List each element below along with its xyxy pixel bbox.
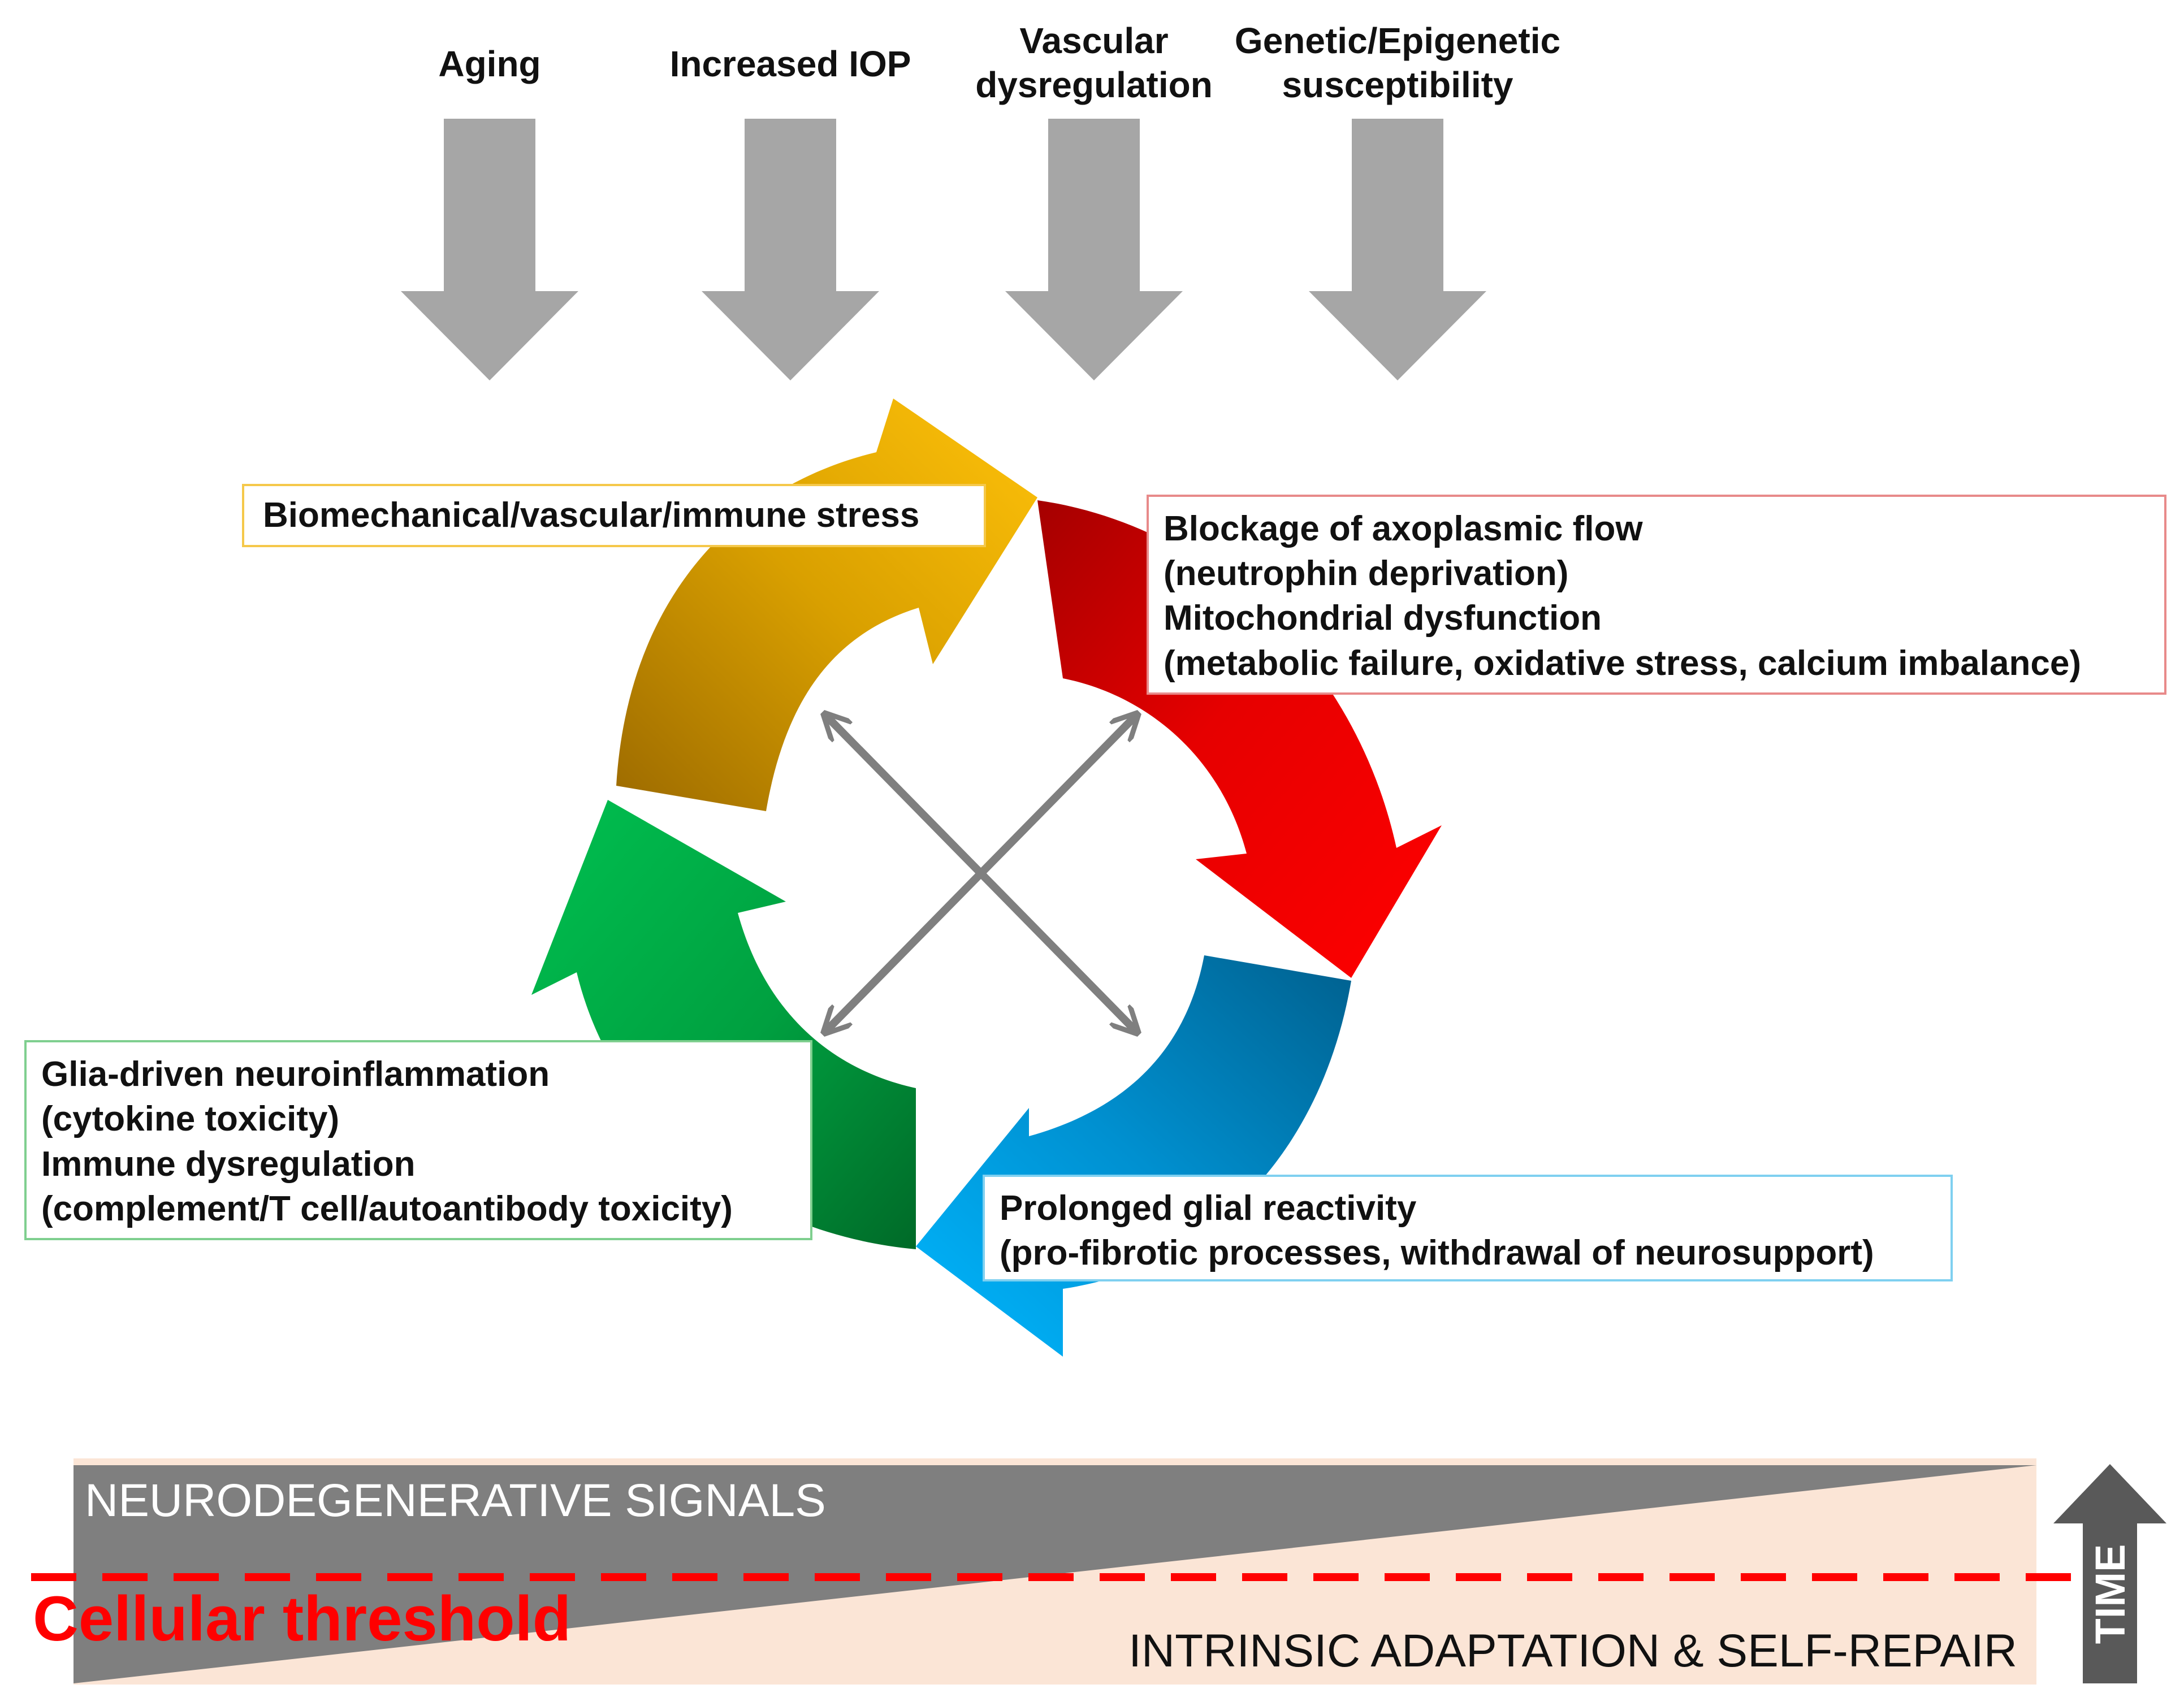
inflammation-cycle-arrow <box>531 800 916 1249</box>
threshold-label: Cellular threshold <box>33 1583 571 1654</box>
cross-arrow-diagonal-b <box>825 715 1136 1032</box>
axoplasmic-cycle-arrow <box>1037 500 1442 978</box>
time-arrow <box>2053 1464 2166 1683</box>
factor-arrow-vascular <box>1005 119 1183 380</box>
stress-cycle-arrow <box>616 399 1037 811</box>
factor-label-genetic-line1: Genetic/Epigenetic <box>1235 20 1560 61</box>
glial-box <box>983 1175 1953 1281</box>
axoplasmic-box <box>1147 495 2166 695</box>
neuroinflammation-box-line3: Immune dysregulation <box>41 1145 415 1184</box>
neuroinflammation-box-line4: (complement/T cell/autoantibody toxicity… <box>41 1189 733 1228</box>
factor-label-increased-iop: Increased IOP <box>670 44 911 84</box>
factor-label-genetic-line2: susceptibility <box>1282 64 1513 105</box>
neuroinflammation-box-line2: (cytokine toxicity) <box>41 1099 339 1138</box>
axoplasmic-box-line2: (neutrophin deprivation) <box>1164 554 1568 593</box>
glial-box-line1: Prolonged glial reactivity <box>1000 1189 1417 1228</box>
axoplasmic-box-line1: Blockage of axoplasmic flow <box>1164 509 1643 548</box>
stress-box <box>242 484 986 547</box>
glial-box-line2: (pro-fibrotic processes, withdrawal of n… <box>1000 1233 1874 1272</box>
time-label: TIME <box>2087 1544 2134 1644</box>
neuroinflammation-box-line1: Glia-driven neuroinflammation <box>41 1055 550 1094</box>
axoplasmic-box-line4: (metabolic failure, oxidative stress, ca… <box>1164 644 2081 683</box>
adaptation-label: INTRINSIC ADAPTATION & SELF-REPAIR <box>1128 1625 2017 1677</box>
factor-arrow-increased-iop <box>702 119 879 380</box>
neurodegenerative-label: NEURODEGENERATIVE SIGNALS <box>85 1475 826 1526</box>
glial-cycle-arrow <box>916 955 1351 1357</box>
factor-arrow-genetic <box>1309 119 1486 380</box>
factor-label-aging: Aging <box>438 44 540 84</box>
factor-label-vascular-line2: dysregulation <box>975 64 1213 105</box>
neuroinflammation-box <box>24 1040 812 1240</box>
factor-label-vascular-line1: Vascular <box>1019 20 1168 61</box>
axoplasmic-box-line3: Mitochondrial dysfunction <box>1164 599 1602 638</box>
stress-box-text: Biomechanical/vascular/immune stress <box>263 496 919 535</box>
factor-arrow-aging <box>401 119 578 380</box>
